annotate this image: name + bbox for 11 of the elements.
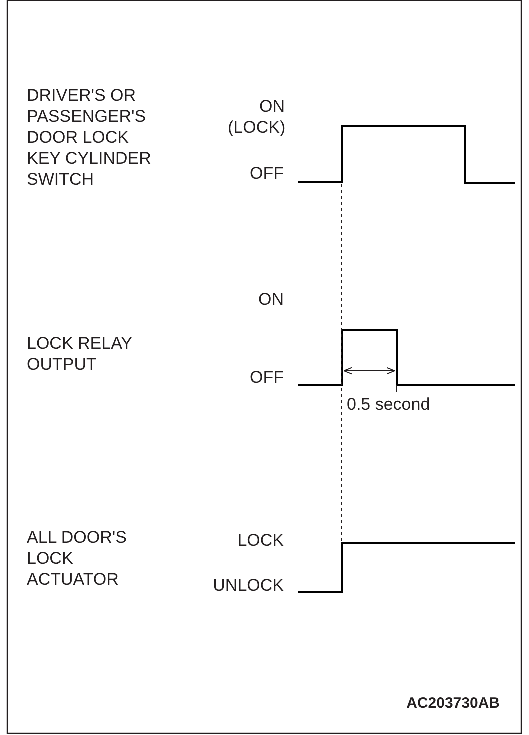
state-label: ON	[258, 289, 284, 310]
state-label: UNLOCK	[212, 575, 284, 596]
state-label: LOCK	[236, 530, 284, 551]
state-label: OFF	[249, 367, 284, 388]
signal-name: DRIVER'S OR PASSENGER'S DOOR LOCK KEY CYLINDER SWITCH	[27, 85, 152, 190]
signal-name: ALL DOOR'S LOCK ACTUATOR	[27, 527, 128, 590]
figure-code: AC203730AB	[406, 694, 500, 714]
state-label: ON (LOCK)	[228, 96, 285, 138]
duration-label: 0.5 second	[347, 394, 432, 415]
signal-name: LOCK RELAY OUTPUT	[27, 333, 134, 375]
state-label: OFF	[249, 163, 284, 184]
